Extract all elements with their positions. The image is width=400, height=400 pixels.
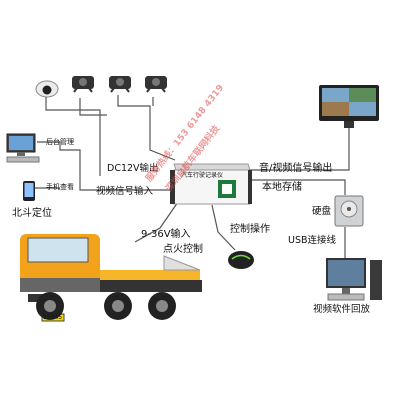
truck-plate: 12345 — [43, 314, 63, 321]
dvr-label: 汽车行驶记录仪 — [181, 172, 224, 179]
mouse-icon — [228, 251, 254, 269]
control-label: 控制操作 — [230, 224, 270, 235]
beidou-label: 北斗定位 — [12, 208, 52, 219]
backend-computer-icon — [6, 133, 40, 163]
av-out-label: 音/视频信号输出 — [259, 163, 333, 174]
usb-label: USB连接线 — [288, 235, 337, 246]
playback-label: 视频软件回放 — [313, 304, 371, 315]
power-in-label: 9-36V输入 — [141, 229, 191, 240]
camera-3-icon — [145, 76, 167, 93]
dvr-device — [170, 163, 252, 205]
camera-1-icon — [72, 76, 94, 93]
dome-camera-icon — [35, 80, 59, 98]
phone-label: 手机查看 — [46, 183, 74, 191]
hdd-label: 硬盘 — [312, 206, 332, 217]
monitor-icon — [319, 85, 379, 128]
playback-pc-icon — [326, 258, 382, 301]
ignition-label: 点火控制 — [163, 244, 203, 255]
hdd-icon — [334, 195, 364, 227]
tow-truck — [20, 234, 202, 322]
backend-label: 后台管理 — [46, 138, 74, 146]
camera-2-icon — [109, 76, 131, 93]
dc12v-label: DC12V输出 — [107, 163, 159, 174]
video-in-label: 视频信号输入 — [96, 186, 154, 197]
local-storage-label: 本地存储 — [262, 182, 302, 193]
phone-icon — [23, 181, 35, 201]
